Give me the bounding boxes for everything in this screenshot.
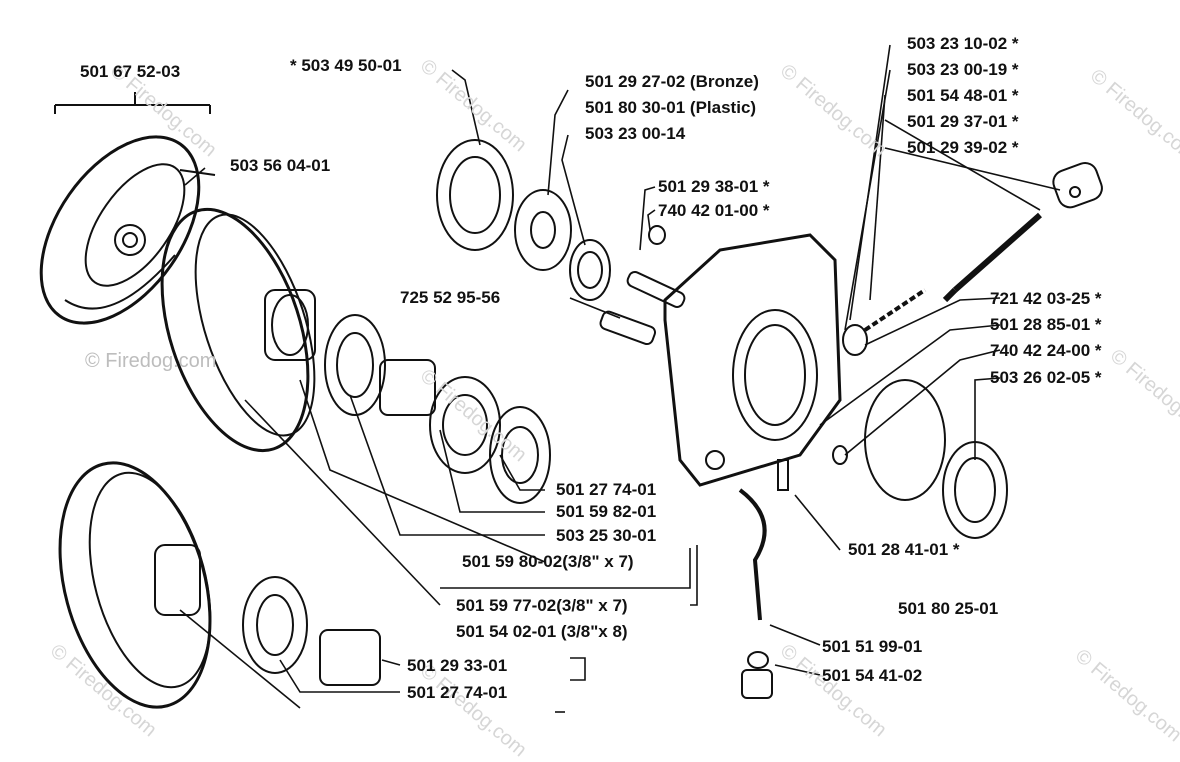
part-label-m2: 501 28 85-01 * [990,315,1102,334]
top-washers [436,139,686,346]
part-label-c3: 503 25 30-01 [556,526,657,545]
part-label-bolt: 725 52 95-56 [400,288,501,307]
part-label-filter: 501 54 41-02 [822,666,923,685]
part-label-r3: 501 54 48-01 * [907,86,1019,105]
lower-clutch-drum [58,461,381,709]
part-label-pump: 501 80 25-01 [898,599,999,618]
part-label-clutch-assembly: 501 67 52-03 [80,62,181,81]
watermark: © Firedog.com [85,350,217,372]
clutch-assembly-bracket [54,92,211,114]
part-label-m4: 503 26 02-05 * [990,368,1102,387]
upper-clutch-drum [160,207,316,453]
part-label-washer-small: 503 23 00-14 [585,124,686,143]
part-label-c1: 501 27 74-01 [556,480,657,499]
worm-shaft-parts [832,161,1103,539]
part-label-r1: 503 23 10-02 * [907,34,1019,53]
part-label-m3: 740 42 24-00 * [990,341,1102,360]
part-label-b1: 501 29 33-01 [407,656,508,675]
part-label-r2: 503 23 00-19 * [907,60,1019,79]
clutch-shoe-part [39,135,216,325]
part-label-c4: 501 59 80-02(3/8" x 7) [462,552,634,571]
part-label-m1: 721 42 03-25 * [990,289,1102,308]
part-label-c2: 501 59 82-01 [556,502,657,521]
part-label-c6: 501 54 02-01 (3/8"x 8) [456,622,628,641]
part-label-r4: 501 29 37-01 * [907,112,1019,131]
part-label-washer-top: * 503 49 50-01 [290,56,402,75]
part-label-r5: 501 29 39-02 * [907,138,1019,157]
part-label-bronze: 501 29 27-02 (Bronze) [585,72,759,91]
part-label-hose: 501 51 99-01 [822,637,923,656]
leader-lines [179,44,1061,713]
part-label-plastic: 501 80 30-01 (Plastic) [585,98,757,117]
sprocket-and-bearing [324,314,551,504]
parts-diagram [39,44,1103,713]
oil-pump-housing [663,233,842,699]
part-label-clutch-shoe: 503 56 04-01 [230,156,331,175]
part-label-pin: 501 29 38-01 * [658,177,770,196]
part-label-b2: 501 27 74-01 [407,683,508,702]
part-label-screw: 501 28 41-01 * [848,540,960,559]
part-label-c5: 501 59 77-02(3/8" x 7) [456,596,628,615]
part-label-pin2: 740 42 01-00 * [658,201,770,220]
